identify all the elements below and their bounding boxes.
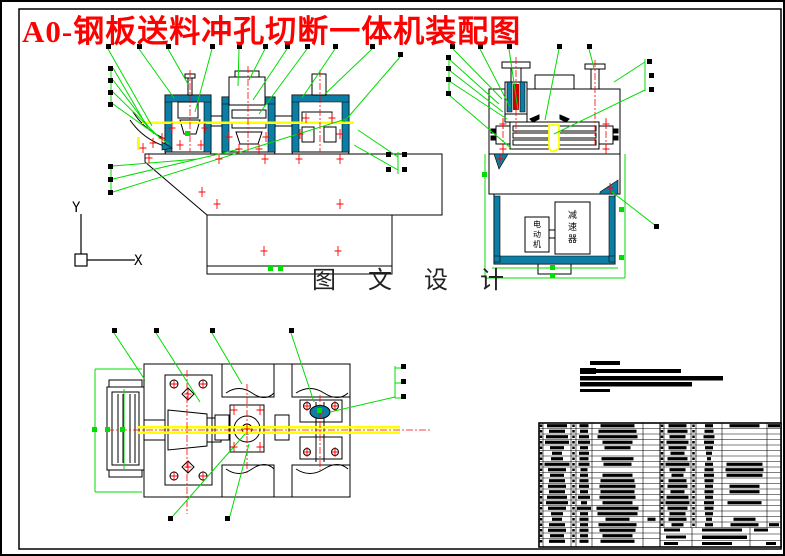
ucs-x-label: X (134, 253, 143, 269)
motor-label: 电动机 (532, 220, 542, 250)
drawing-title: A0-钢板送料冲孔切断一体机装配图 (22, 14, 522, 49)
bolt-symbols (139, 113, 614, 481)
steel-strip (137, 121, 560, 434)
tech-requirements (580, 361, 723, 392)
reducer-label: 减速器 (567, 210, 577, 246)
sheet-frame (18, 8, 782, 550)
ucs-y-label: Y (72, 200, 81, 216)
side-view-sections (493, 81, 619, 265)
leader-lines (107, 48, 657, 517)
front-view-sections (161, 94, 350, 153)
watermark-text: 图 文 设 计 (312, 268, 517, 294)
top-view (106, 363, 351, 498)
bom-table (538, 422, 782, 548)
ucs-icon: Y X (72, 200, 143, 269)
